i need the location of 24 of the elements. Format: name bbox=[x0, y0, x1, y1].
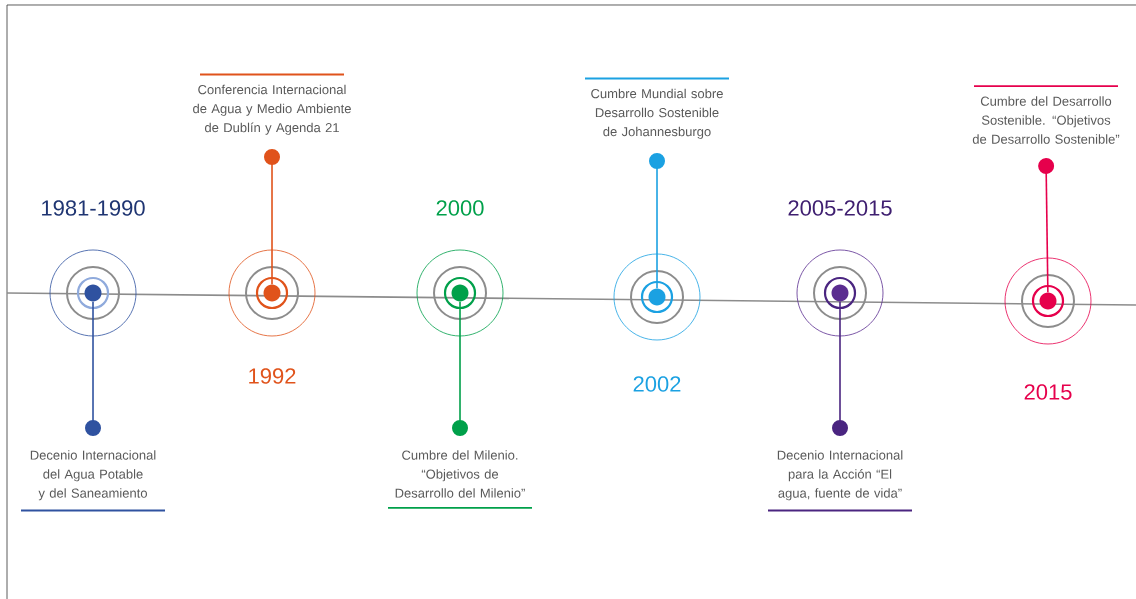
target-marker bbox=[49, 249, 137, 337]
year-label: 1992 bbox=[249, 368, 296, 384]
event-description: Cumbre Mundial sobre Desarrollo Sostenible de Johannesburgo bbox=[584, 77, 730, 139]
year-label: 2005-2015 bbox=[788, 200, 892, 216]
year-label: 2015 bbox=[1024, 384, 1072, 400]
event-description: Cumbre del Milenio. “Objetivos de Desarrollo del Milenio” bbox=[387, 450, 533, 509]
target-marker bbox=[613, 253, 701, 341]
target-marker bbox=[416, 249, 504, 337]
leader-line bbox=[832, 300, 848, 436]
event-description: Decenio Internacional del Agua Potable y del Saneamiento bbox=[20, 450, 166, 512]
leader-line bbox=[85, 300, 101, 436]
target-marker bbox=[796, 249, 884, 337]
event-description: Decenio Internacional para la Acción “El agua, fuente de vida” bbox=[767, 450, 913, 512]
leader-line bbox=[1038, 158, 1055, 294]
target-marker bbox=[228, 249, 316, 337]
target-marker bbox=[1004, 257, 1092, 345]
event-description: Conferencia Internacional de Agua y Medio Ambiente de Dublín y Agenda 21 bbox=[193, 73, 351, 135]
year-label: 1981-1990 bbox=[42, 200, 145, 216]
leader-line bbox=[264, 149, 280, 286]
leader-line bbox=[452, 300, 468, 436]
leader-line bbox=[649, 153, 665, 290]
event-description: Cumbre del Desarrollo Sostenible. “Objetivos de Desarrollo Sostenible” bbox=[972, 85, 1120, 144]
year-label: 2000 bbox=[436, 200, 484, 216]
year-label: 2002 bbox=[633, 376, 681, 392]
